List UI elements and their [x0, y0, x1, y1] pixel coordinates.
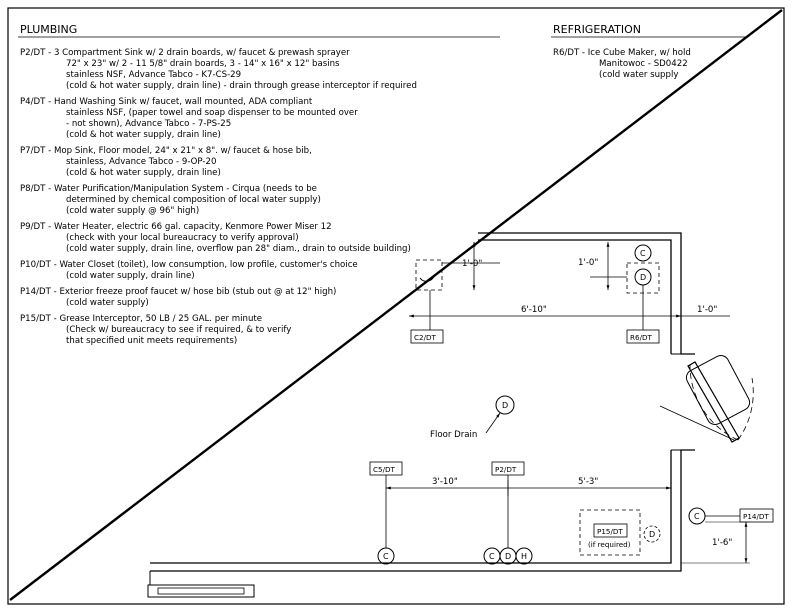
note-p9-line-1: P9/DT - Water Heater, electric 66 gal. c…	[20, 222, 332, 232]
note-p2-line-2: 72" x 23" w/ 2 - 11 5/8" drain boards, 3…	[66, 59, 340, 69]
floor-drain-symbol	[495, 395, 515, 415]
note-p7-line-3: (cold & hot water supply, drain line)	[66, 168, 221, 178]
note-p10-line-2: (cold water supply, drain line)	[66, 271, 195, 281]
tag-c5: C5/DT	[373, 465, 396, 474]
door-swing	[659, 355, 754, 443]
r6-cold-symbol	[634, 244, 652, 262]
wall-lower-outer	[150, 449, 695, 572]
wall-outer	[478, 232, 695, 355]
note-p8-line-2: determined by chemical composition of lo…	[66, 195, 321, 205]
p2-drain-letter: D	[505, 552, 511, 561]
dim-5-3: 5'-3"	[578, 477, 598, 487]
tag-p2: P2/DT	[495, 465, 517, 474]
p15-if-required: (if required)	[588, 540, 631, 549]
floor-drain-letter: D	[502, 401, 508, 410]
note-p4-line-1: P4/DT - Hand Washing Sink w/ faucet, wal…	[20, 97, 313, 107]
note-p2-line-3: stainless NSF, Advance Tabco - K7-CS-29	[66, 70, 241, 80]
note-p2-line-1: P2/DT - 3 Compartment Sink w/ 2 drain bo…	[20, 48, 350, 58]
note-p4-line-3: - not shown), Advance Tabco - 7-PS-25	[66, 119, 231, 129]
note-r6-line-2: Manitowoc - SD0422	[599, 59, 688, 69]
note-p8-line-3: (cold water supply @ 96" high)	[66, 206, 199, 216]
door-leaf	[687, 361, 740, 443]
p14-cold-letter: C	[694, 512, 700, 521]
note-p14-line-2: (cold water supply)	[66, 298, 149, 308]
counter-fixture-inner	[157, 587, 245, 595]
tag-p14-box	[739, 508, 774, 523]
note-p4-line-4: (cold & hot water supply, drain line)	[66, 130, 221, 140]
door-hardware	[685, 355, 751, 425]
tag-p15-box	[593, 523, 628, 538]
note-p10-line-1: P10/DT - Water Closet (toilet), low cons…	[20, 260, 358, 270]
note-p2-line-4: (cold & hot water supply, drain line) - …	[66, 81, 417, 91]
tag-r6: R6/DT	[630, 333, 653, 342]
r6-cold-letter: C	[640, 249, 646, 258]
tag-c2: C2/DT	[414, 333, 437, 342]
tag-c5-box	[369, 461, 403, 476]
c5-cold-symbol	[377, 547, 395, 565]
note-r6-line-3: (cold water supply	[599, 70, 678, 80]
refrigeration-heading: REFRIGERATION	[553, 23, 641, 36]
tag-p14: P14/DT	[743, 512, 769, 521]
diagonal-cut-line	[9, 9, 783, 601]
p15-drain-symbol	[643, 525, 661, 543]
plumbing-heading: PLUMBING	[20, 23, 77, 36]
note-p14-line-1: P14/DT - Exterior freeze proof faucet w/…	[20, 287, 336, 297]
dim-6-10: 6'-10"	[521, 305, 547, 315]
note-p4-line-2: stainless NSF, (paper towel and soap dis…	[66, 108, 358, 118]
note-p15-line-3: that specified unit meets requirements)	[66, 336, 237, 346]
floor-drain-label: Floor Drain	[430, 430, 477, 440]
dim-1-0-left: 1'-0"	[462, 259, 482, 269]
refrigeration-notes: R6/DT - Ice Cube Maker, w/ hold Manitowo…	[553, 48, 691, 80]
note-p9-line-3: (cold water supply, drain line, overflow…	[66, 244, 411, 254]
p2-hot-letter: H	[521, 552, 527, 561]
floor-plan: D C 6'-10" 1'-0" 1'-0" 1'-0" C2/DT R6/DT…	[147, 232, 774, 598]
dim-1-6: 1'-6"	[712, 538, 732, 548]
tag-c2-box	[410, 329, 444, 344]
note-p15-line-1: P15/DT - Grease Interceptor, 50 LB / 25 …	[20, 314, 262, 324]
note-p15-line-2: (Check w/ bureaucracy to see if required…	[66, 325, 291, 335]
dim-3-10: 3'-10"	[432, 477, 458, 487]
plumbing-notes: P2/DT - 3 Compartment Sink w/ 2 drain bo…	[20, 48, 417, 346]
note-p7-line-1: P7/DT - Mop Sink, Floor model, 24" x 21"…	[20, 146, 312, 156]
p15-drain-letter: D	[649, 530, 655, 539]
note-p7-line-2: stainless, Advance Tabco - 9-OP-20	[66, 157, 216, 167]
sheet-border	[7, 7, 785, 605]
grease-interceptor-box	[579, 509, 641, 556]
dim-1-0-mid: 1'-0"	[578, 258, 598, 268]
tag-r6-box	[626, 329, 660, 344]
note-p8-line-1: P8/DT - Water Purification/Manipulation …	[20, 184, 317, 194]
note-r6-line-1: R6/DT - Ice Cube Maker, w/ hold	[553, 48, 691, 58]
note-p9-line-2: (check with your local bureaucracy to ve…	[66, 233, 299, 243]
tag-p2-box	[491, 461, 525, 476]
p2-cold-letter: C	[489, 552, 495, 561]
tag-p15: P15/DT	[597, 527, 623, 536]
p2-hot-symbol	[515, 547, 533, 565]
counter-fixture	[147, 584, 255, 598]
dim-1-0-right: 1'-0"	[697, 305, 717, 315]
c5-cold-letter: C	[383, 552, 389, 561]
r6-drain-letter: D	[640, 273, 646, 282]
